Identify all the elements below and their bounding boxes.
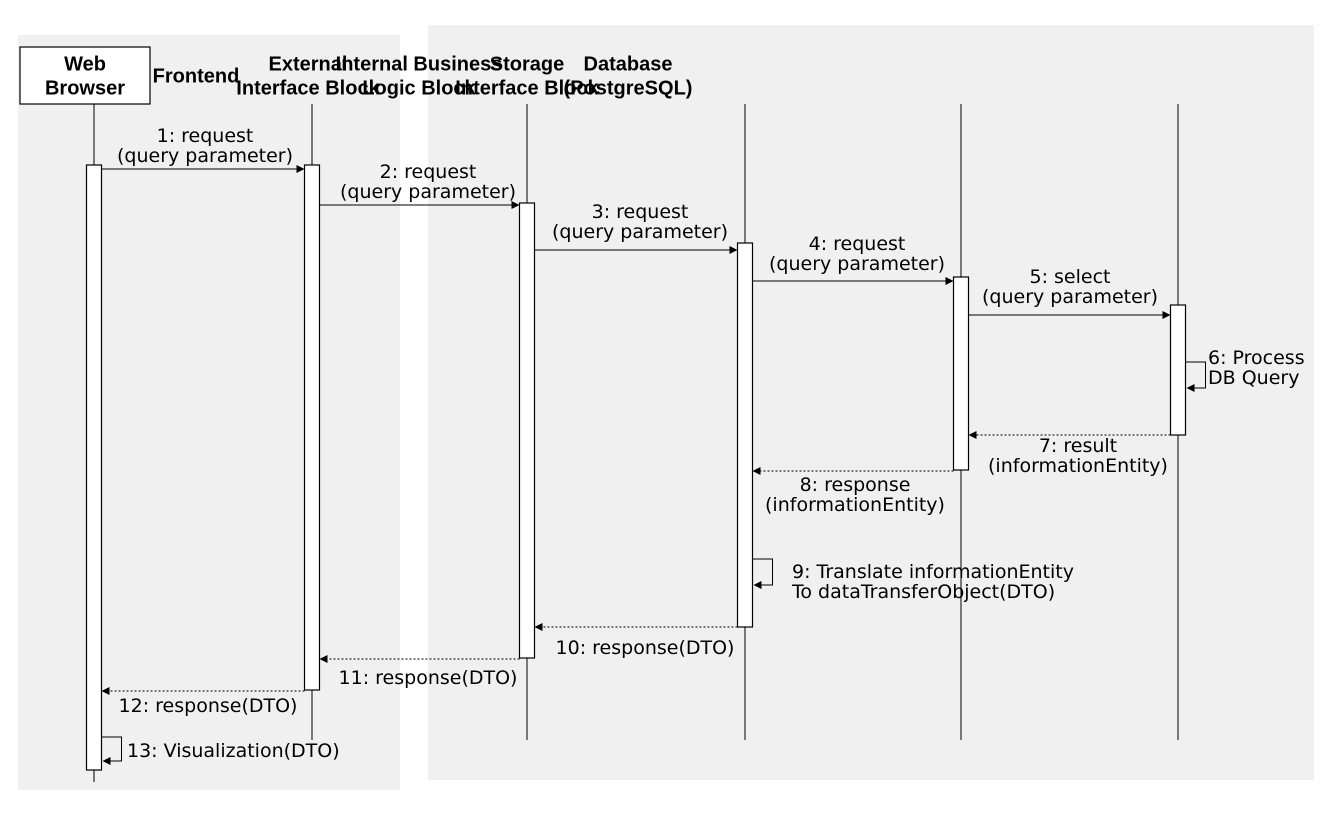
participant-label-database: Database [584,54,673,76]
participant-label-storage_interface: Storage [490,54,564,76]
message-label-9: 9: Translate informationEntity [792,561,1074,583]
participant-label-web_browser: Browser [45,78,125,100]
client-side-panel [18,35,400,790]
message-arrow-9 [752,558,773,589]
activation-external_interface [518,202,536,659]
message-label-5: (query parameter) [982,286,1158,308]
activation-database [1169,304,1187,436]
message-label-6: 6: Process [1208,347,1305,369]
activation-web_browser [85,164,103,771]
message-label-1: (query parameter) [117,145,293,167]
message-arrow-6 [1185,361,1206,392]
participant-label-internal_business: Internal Business [336,54,503,76]
message-label-6: DB Query [1208,367,1299,389]
message-label-8: 8: response [800,474,911,496]
message-label-3: (query parameter) [552,221,728,243]
activation-frontend [303,164,321,691]
participant-label-web_browser: Web [64,54,106,76]
message-label-1: 1: request [157,125,254,147]
message-label-5: 5: select [1030,266,1111,288]
participant-label-external_interface: Interface Block [236,78,380,100]
message-label-4: (query parameter) [769,253,945,275]
activation-internal_business [736,242,754,628]
activation-storage_interface [952,276,970,471]
message-arrow-13 [101,736,122,765]
participant-label-external_interface: External [269,54,348,76]
message-label-2: (query parameter) [340,181,516,203]
participant-box-web_browser [19,46,151,105]
message-label-12: 12: response(DTO) [119,695,298,717]
message-label-2: 2: request [380,161,477,183]
message-label-3: 3: request [592,201,689,223]
participant-label-storage_interface: Interface Block [455,78,599,100]
server-side-panel [428,25,1314,780]
message-label-11: 11: response(DTO) [339,667,518,689]
message-label-4: 4: request [809,233,906,255]
message-label-10: 10: response(DTO) [556,637,735,659]
participant-label-internal_business: Logic Block [362,78,476,100]
participant-label-database: (PostgreSQL) [564,78,693,100]
participant-label-frontend: Frontend [153,66,240,88]
message-label-13: 13: Visualization(DTO) [127,740,340,762]
message-label-7: (informationEntity) [988,455,1168,477]
message-label-9: To dataTransferObject(DTO) [791,581,1055,603]
message-label-7: 7: result [1039,435,1117,457]
message-label-8: (informationEntity) [765,494,945,516]
